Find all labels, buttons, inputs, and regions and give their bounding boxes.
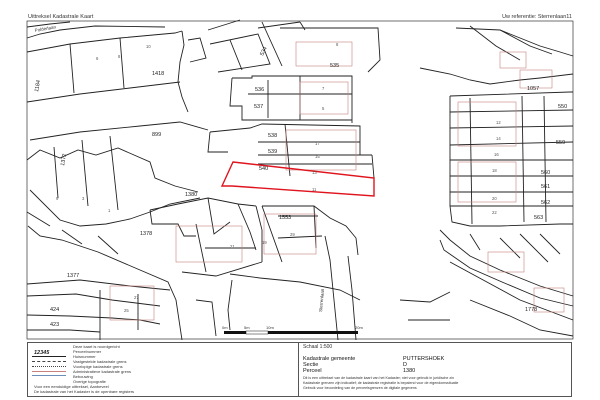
street-label: Polderlaan — [34, 24, 57, 33]
scale-title: Schaal 1:500 — [303, 344, 333, 350]
parcel-number: 1380 — [185, 192, 197, 198]
parcel-number: 560 — [541, 170, 550, 176]
map-reference: Uw referentie: Sterrenlaan11 — [502, 14, 572, 20]
legend-divider — [298, 343, 299, 396]
house-number: 20 — [492, 196, 497, 201]
house-number: 15 — [315, 154, 320, 159]
parcel-number: 423 — [50, 322, 59, 328]
parcel-number: 534 — [259, 46, 268, 57]
house-number: 29 — [290, 232, 295, 237]
legend-symbol-administrative — [32, 366, 66, 367]
legend-symbol-provisional — [32, 361, 66, 362]
info-label-parcel: Perceel — [303, 368, 322, 374]
legend-symbol-boundary — [32, 356, 66, 357]
parcel-number: 899 — [152, 132, 161, 138]
house-number: 17 — [315, 141, 320, 146]
scale-bar: 0m 5m 10m 20m — [222, 325, 363, 335]
parcel-number: 1553 — [279, 215, 291, 221]
parcel-number: 1057 — [527, 86, 539, 92]
parcel-number: 538 — [268, 133, 277, 139]
house-number: 7 — [322, 86, 325, 91]
parcel-number: 1372 — [60, 153, 68, 166]
legend-code: 12345 — [34, 350, 50, 356]
house-number: 21 — [230, 244, 235, 249]
legend-item: Bebouwing — [73, 374, 93, 379]
house-number: 10 — [146, 44, 151, 49]
legend-note: Gebruik voor beoordeling van de perceels… — [303, 386, 417, 390]
info-value-parcel: 1380 — [403, 368, 416, 374]
parcel-number: 1377 — [67, 273, 79, 279]
parcel-number: 535 — [330, 63, 339, 69]
scale-tick: 10m — [266, 325, 274, 330]
parcel-number: 563 — [534, 215, 543, 221]
parcel-labels: 535 534 536 537 538 539 540 899 1418 138… — [34, 46, 567, 328]
house-number: 22 — [492, 210, 497, 215]
parcel-number: 559 — [556, 140, 565, 146]
scale-tick: 20m — [355, 325, 363, 330]
parcel-number: 536 — [255, 87, 264, 93]
parcel-number: 1184 — [34, 80, 42, 93]
legend-item: Administratieve kadastrale grens — [73, 369, 132, 374]
street-labels: Polderlaan Sterrenlaan — [34, 24, 325, 312]
house-number: 9 — [56, 196, 59, 201]
subject-parcel-outline[interactable] — [220, 161, 375, 197]
cadastral-map[interactable]: 535 534 536 537 538 539 540 899 1418 138… — [0, 0, 600, 340]
parcel-number: 424 — [50, 307, 59, 313]
legend-item: Overige topografie — [73, 379, 106, 384]
parcel-number: 537 — [254, 104, 263, 110]
house-number: 3 — [82, 196, 85, 201]
legend-item: Voor een eenduidige uittreksel, Aanbevee… — [34, 384, 109, 389]
house-number: 1 — [108, 208, 111, 213]
street-label: Sterrenlaan — [318, 288, 325, 312]
map-title: Uittreksel Kadastrale Kaart — [28, 14, 94, 20]
parcel-number: 1418 — [152, 71, 164, 77]
parcel-number: 1778 — [525, 307, 537, 313]
legend-item: Deze kaart is noordgericht — [73, 344, 120, 349]
house-number: 18 — [492, 168, 497, 173]
parcel-number: 562 — [541, 200, 550, 206]
parcel-number: 1378 — [140, 231, 152, 237]
legend-symbol-building — [32, 371, 66, 372]
legend-item: De kadastrale van het Kadaster is de ope… — [34, 389, 135, 394]
legend-symbol-topography — [32, 375, 66, 376]
legend-note: Kadastrale grenzen zijn indicatief; de k… — [303, 381, 459, 385]
info-label-municipality: Kadastrale gemeente — [303, 356, 356, 362]
legend-item: Vastgestelde kadastrale grens — [73, 359, 127, 364]
house-number: 12 — [496, 120, 501, 125]
house-number: 8 — [118, 54, 121, 59]
info-value-section: D — [403, 362, 407, 368]
house-number: 19 — [262, 240, 267, 245]
scale-tick: 0m — [222, 325, 228, 330]
info-value-municipality: PUTTERSHOEK — [403, 356, 445, 362]
buildings — [109, 41, 565, 321]
house-number: 8 — [336, 42, 339, 47]
legend-note: Dit is een uittreksel van de kadastrale … — [303, 376, 455, 380]
house-number: 25 — [124, 308, 129, 313]
house-number: 6 — [96, 56, 99, 61]
house-number-labels: 7 5 8 10 11 13 15 17 19 21 25 27 20 22 1… — [56, 42, 501, 313]
legend-item: Huisnummer — [73, 354, 96, 359]
scale-tick: 5m — [244, 325, 250, 330]
house-number: 5 — [322, 106, 325, 111]
legend-item: Voorlopige kadastrale grens — [73, 364, 123, 369]
info-label-section: Sectie — [303, 362, 319, 368]
parcel-number: 550 — [558, 104, 567, 110]
parcel-number: 561 — [541, 184, 550, 190]
parcel-number: 539 — [268, 149, 277, 155]
map-legend: 12345 Deze kaart is noordgericht Perceel… — [27, 342, 572, 397]
house-number: 14 — [496, 136, 501, 141]
parcel-number: 540 — [259, 166, 268, 172]
house-number: 13 — [312, 170, 317, 175]
house-number: 11 — [312, 187, 317, 192]
parcel-boundaries — [26, 19, 574, 340]
legend-item: Perceelnummer — [73, 349, 102, 354]
house-number: 27 — [134, 295, 139, 300]
map-frame — [26, 20, 574, 340]
house-number: 16 — [494, 152, 499, 157]
